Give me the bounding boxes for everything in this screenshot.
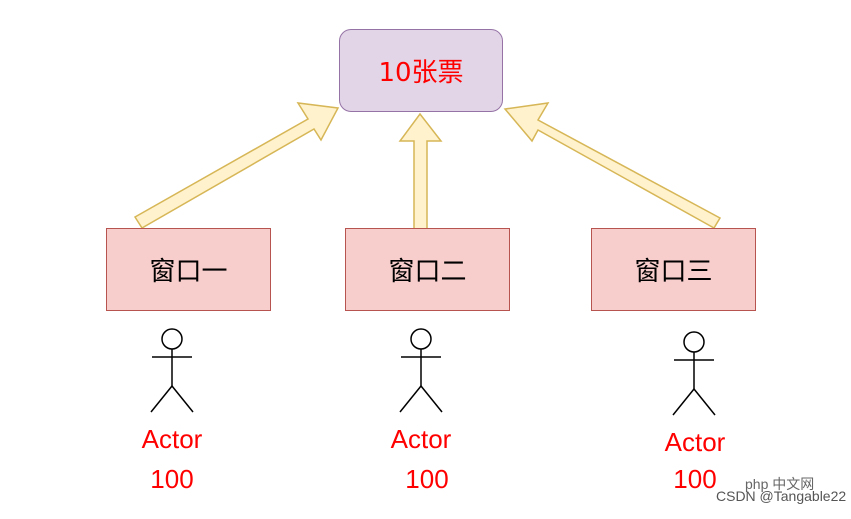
- arrow-window1-to-tickets: [133, 102, 340, 230]
- watermark-logo: php 中文网: [745, 476, 815, 492]
- actor-value-3: 100: [673, 464, 717, 494]
- actor-figure-3: [672, 331, 716, 416]
- arrow-window3-to-tickets: [503, 102, 722, 230]
- window-label-2: 窗口二: [388, 257, 467, 287]
- actor-figure-2: [399, 328, 443, 413]
- window-label-1: 窗口一: [149, 257, 228, 287]
- tickets-box: 10张票: [339, 29, 503, 112]
- actor-value-2: 100: [405, 464, 449, 494]
- actor-figure-1: [150, 328, 194, 413]
- actor-value-1: 100: [150, 464, 194, 494]
- tickets-label: 10张票: [378, 58, 464, 88]
- watermark-text: CSDN @Tangable22: [716, 488, 847, 504]
- arrow-window2-to-tickets: [398, 112, 443, 233]
- window-box-1: 窗口一: [106, 228, 271, 311]
- window-box-3: 窗口三: [591, 228, 756, 311]
- actor-name-2: Actor: [390, 424, 452, 454]
- actor-name-3: Actor: [664, 427, 726, 457]
- window-box-2: 窗口二: [345, 228, 510, 311]
- window-label-3: 窗口三: [634, 257, 713, 287]
- actor-name-1: Actor: [141, 424, 203, 454]
